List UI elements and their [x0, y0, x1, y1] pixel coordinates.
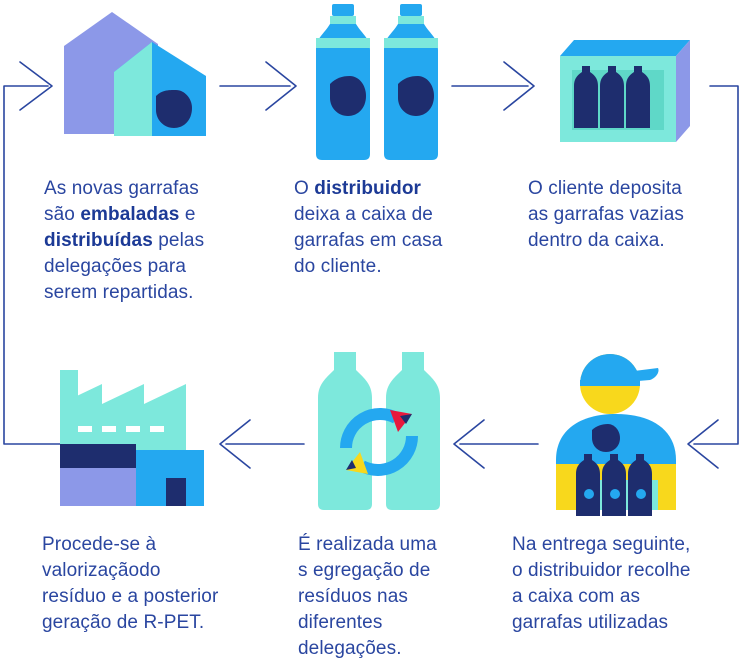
caption-emphasis: embaladas	[80, 204, 180, 225]
caption-text: do cliente.	[294, 256, 382, 277]
caption-text: delegações.	[298, 638, 402, 659]
caption-line: delegações.	[298, 636, 437, 662]
caption-text: resíduo e a posterior	[42, 586, 219, 607]
caption-line: deixa a caixa de	[294, 202, 442, 228]
bottles-icon	[316, 4, 438, 160]
caption-line: resíduos nas	[298, 584, 437, 610]
caption-text: e	[179, 204, 196, 225]
caption-text: resíduos nas	[298, 586, 408, 607]
caption-line: s egregação de	[298, 558, 437, 584]
caption-line: O distribuidor	[294, 176, 442, 202]
step-caption-recovery: Procede-se à valorizaçãodo resíduo e a pos…	[42, 532, 218, 636]
arrow-step1-to-step2	[219, 61, 297, 111]
loop-line-right	[693, 85, 739, 445]
caption-line: resíduo e a posterior	[42, 584, 218, 610]
caption-text: O cliente deposita	[528, 178, 682, 199]
arrow-step4-to-step5	[453, 419, 539, 469]
step-caption-deposit: O cliente deposita as garrafas vazias dent…	[528, 176, 684, 254]
caption-text: garrafas utilizadas	[512, 612, 669, 633]
caption-text: É realizada uma	[298, 534, 437, 555]
caption-line: as garrafas vazias	[528, 202, 684, 228]
caption-emphasis: distribuidor	[314, 178, 422, 199]
arrow-step2-to-step3	[451, 61, 535, 111]
caption-line: delegações para	[44, 254, 204, 280]
caption-text: delegações para	[44, 256, 186, 277]
caption-line: dentro da caixa.	[528, 228, 684, 254]
caption-line: distribuídas pelas	[44, 228, 204, 254]
caption-line: do cliente.	[294, 254, 442, 280]
caption-text: são	[44, 204, 81, 225]
caption-text: diferentes	[298, 612, 383, 633]
caption-text: dentro da caixa.	[528, 230, 665, 251]
arrow-step5-to-step6	[219, 419, 305, 469]
caption-line: diferentes	[298, 610, 437, 636]
caption-text: O	[294, 178, 315, 199]
caption-line: geração de R-PET.	[42, 610, 218, 636]
caption-line: garrafas em casa	[294, 228, 442, 254]
caption-text: garrafas em casa	[294, 230, 443, 251]
caption-line: garrafas utilizadas	[512, 610, 691, 636]
caption-text: serem repartidas.	[44, 282, 194, 303]
caption-text: a caixa com as	[512, 586, 641, 607]
step-caption-collect: Na entrega seguinte, o distribuidor recol…	[512, 532, 691, 636]
caption-line: a caixa com as	[512, 584, 691, 610]
caption-line: O cliente deposita	[528, 176, 684, 202]
caption-line: Procede-se à	[42, 532, 218, 558]
step-caption-segregation: É realizada uma s egregação de resíduos na…	[298, 532, 437, 662]
caption-text: valorizaçãodo	[42, 560, 161, 581]
caption-text: geração de R-PET.	[42, 612, 205, 633]
caption-text: deixa a caixa de	[294, 204, 433, 225]
caption-text: o distribuidor recolhe	[512, 560, 691, 581]
caption-line: valorizaçãodo	[42, 558, 218, 584]
crate-icon	[560, 40, 690, 142]
arrow-into-step-1	[19, 61, 53, 111]
factory-icon	[60, 370, 204, 506]
caption-text: As novas garrafas	[44, 178, 199, 199]
caption-text: s egregação de	[298, 560, 431, 581]
warehouse-icon	[64, 12, 206, 136]
caption-line: serem repartidas.	[44, 280, 204, 306]
caption-line: são embaladas e	[44, 202, 204, 228]
delivery-person-icon	[556, 354, 676, 516]
caption-emphasis: distribuídas	[44, 230, 153, 251]
arrow-into-step-4	[687, 419, 719, 469]
caption-text: pelas	[152, 230, 205, 251]
recycle-bottles-icon	[318, 352, 440, 510]
caption-line: Na entrega seguinte,	[512, 532, 691, 558]
caption-text: Na entrega seguinte,	[512, 534, 691, 555]
caption-text: as garrafas vazias	[528, 204, 684, 225]
caption-line: o distribuidor recolhe	[512, 558, 691, 584]
caption-text: Procede-se à	[42, 534, 157, 555]
loop-line-left	[3, 85, 97, 445]
caption-line: É realizada uma	[298, 532, 437, 558]
caption-line: As novas garrafas	[44, 176, 204, 202]
